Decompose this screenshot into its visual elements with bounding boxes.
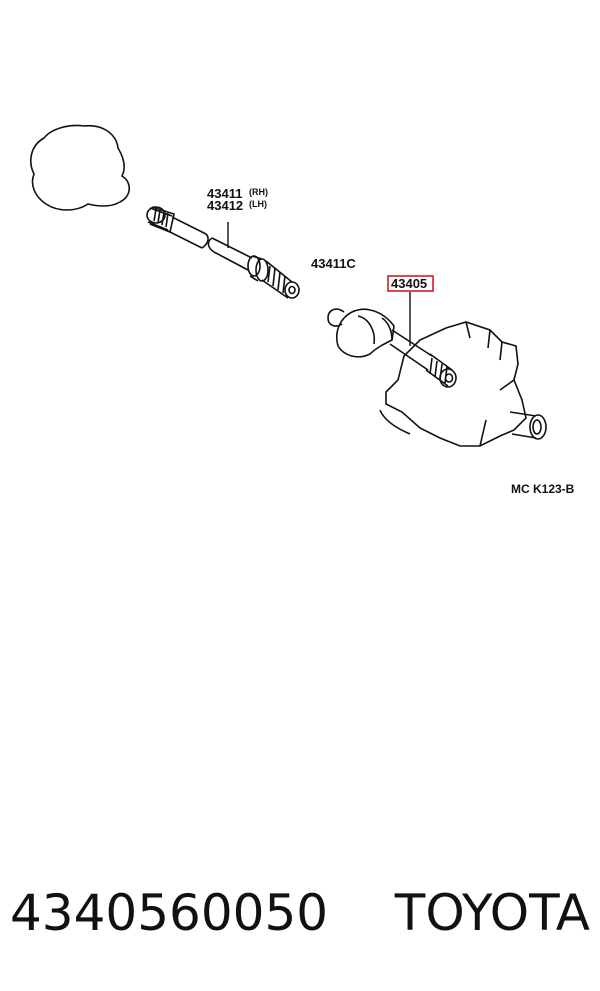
- part-number: 4340560050: [10, 884, 329, 942]
- label-43411c: 43411C: [311, 256, 356, 271]
- outer-joint-shaft: [336, 308, 457, 388]
- leader-lines: [227, 222, 411, 346]
- label-43405: 43405: [391, 276, 427, 291]
- label-43411: 43411: [207, 186, 242, 201]
- label-43412: 43412: [207, 198, 243, 213]
- footer: 4340560050 TOYOTA: [10, 878, 590, 948]
- figure-code: MC K123-B: [511, 482, 575, 496]
- snap-ring: [327, 308, 345, 327]
- highlight-box: [387, 275, 434, 292]
- label-43411-rh: (RH): [249, 187, 268, 197]
- transaxle-housing: [379, 321, 547, 447]
- boot-outline: [30, 124, 131, 211]
- brand-name: TOYOTA: [394, 884, 590, 942]
- inner-shaft: [146, 206, 300, 299]
- label-43412-lh: (LH): [249, 199, 267, 209]
